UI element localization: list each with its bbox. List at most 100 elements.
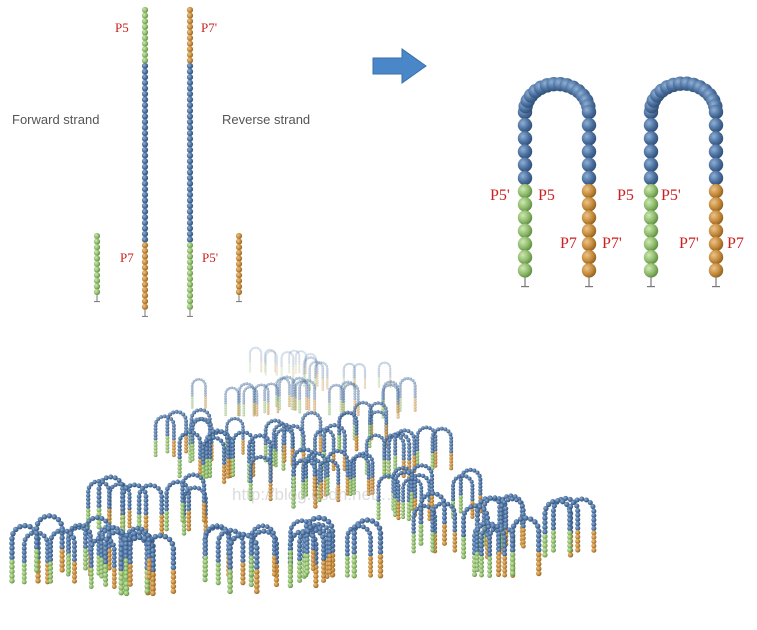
bead xyxy=(103,482,109,487)
bead xyxy=(413,392,417,396)
bead xyxy=(385,361,388,365)
bead xyxy=(319,465,324,470)
bead xyxy=(411,525,416,531)
bead xyxy=(351,539,357,546)
bead xyxy=(336,487,341,492)
bead xyxy=(273,577,280,583)
bead xyxy=(430,446,435,451)
bead xyxy=(373,433,378,438)
bead xyxy=(478,481,483,486)
bead xyxy=(470,483,475,488)
bead xyxy=(396,494,401,499)
bead xyxy=(290,441,295,446)
bead xyxy=(248,581,254,588)
bead xyxy=(275,355,278,358)
bead xyxy=(153,446,158,451)
bead xyxy=(107,493,112,498)
bead xyxy=(142,489,148,495)
bead xyxy=(215,544,221,550)
bead xyxy=(263,393,266,397)
mini-bridge xyxy=(180,472,207,523)
bead xyxy=(298,367,301,370)
bead xyxy=(111,546,117,552)
bead xyxy=(335,464,340,469)
bead xyxy=(370,484,375,489)
bead xyxy=(351,572,357,579)
bead xyxy=(136,494,142,499)
bead xyxy=(93,266,101,273)
bead xyxy=(411,537,416,542)
bead xyxy=(141,85,149,92)
bead xyxy=(127,499,132,504)
bead xyxy=(275,359,278,362)
bead xyxy=(177,455,182,460)
bead xyxy=(312,480,317,485)
bead xyxy=(458,498,463,503)
bead xyxy=(321,569,327,575)
bead xyxy=(215,428,220,433)
bead xyxy=(364,401,368,405)
bead xyxy=(251,454,256,459)
bead xyxy=(224,411,227,414)
bead xyxy=(292,453,297,458)
bead xyxy=(274,362,277,366)
bead xyxy=(201,517,207,523)
bead xyxy=(401,460,406,465)
bead xyxy=(356,394,360,398)
bead xyxy=(478,484,483,489)
bead xyxy=(186,135,194,142)
bead xyxy=(190,389,194,393)
bead xyxy=(143,498,149,503)
bead xyxy=(301,494,305,499)
bead xyxy=(492,495,498,500)
bead xyxy=(17,523,23,530)
bead xyxy=(165,419,170,424)
bead xyxy=(271,455,276,460)
bead xyxy=(298,402,302,406)
bead xyxy=(143,502,149,508)
bead xyxy=(253,564,260,570)
bead xyxy=(575,534,581,540)
bead xyxy=(449,442,454,447)
bead xyxy=(282,451,287,456)
bead xyxy=(141,6,149,14)
bead xyxy=(319,494,324,499)
bead xyxy=(396,508,401,513)
bead xyxy=(294,366,297,369)
bead xyxy=(413,384,417,388)
bead xyxy=(559,498,566,505)
bead xyxy=(708,104,724,120)
bead xyxy=(186,191,194,198)
bead xyxy=(266,397,270,401)
bead xyxy=(271,534,277,540)
bead xyxy=(384,418,389,423)
bead xyxy=(230,472,236,478)
bead xyxy=(419,463,424,468)
bead xyxy=(301,350,304,353)
bead xyxy=(370,477,375,482)
bead xyxy=(377,568,384,574)
bead xyxy=(300,377,304,381)
bead xyxy=(708,157,724,172)
bead xyxy=(231,535,237,542)
bead xyxy=(418,506,424,512)
bead xyxy=(366,489,371,493)
bead xyxy=(292,399,296,403)
bead xyxy=(381,393,385,397)
bead xyxy=(376,508,381,513)
bead xyxy=(9,564,15,570)
bead xyxy=(312,396,317,401)
bead xyxy=(253,434,259,439)
bead xyxy=(225,435,230,440)
bead xyxy=(287,573,294,579)
bead xyxy=(275,373,278,376)
bead xyxy=(575,529,581,536)
watermark-text: http://blog.csdn.net/… xyxy=(232,485,397,504)
bead xyxy=(235,277,243,284)
bead xyxy=(451,479,456,484)
bead xyxy=(186,74,194,81)
bead xyxy=(186,68,194,75)
bead xyxy=(452,531,458,537)
bead xyxy=(339,426,344,431)
bead xyxy=(364,448,369,453)
